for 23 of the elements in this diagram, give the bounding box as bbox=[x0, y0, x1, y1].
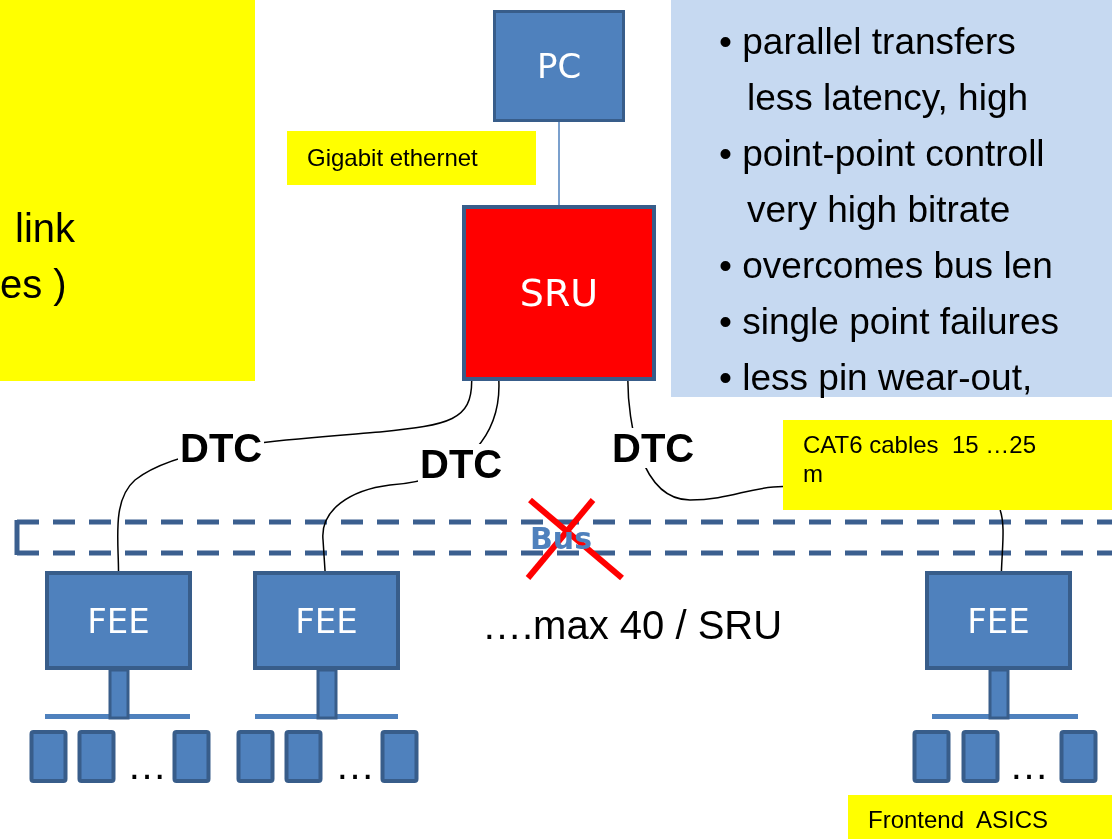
device-box: PC bbox=[493, 10, 625, 122]
cable-line bbox=[558, 121, 560, 206]
bullet-item: • single point failures bbox=[719, 300, 1060, 344]
cable-line bbox=[999, 509, 1004, 572]
note-text: link bbox=[15, 208, 76, 248]
note-tag: Gigabit ethernet bbox=[287, 131, 536, 185]
device-box: FEE bbox=[45, 571, 192, 670]
note-text: ….max 40 / SRU bbox=[482, 605, 783, 645]
bullet-item: • overcomes bus len bbox=[719, 244, 1054, 288]
bullet-item: • parallel transfers less latency, high bbox=[719, 20, 1030, 120]
note-tag: Frontend ASICS bbox=[848, 795, 1112, 839]
device-box: FEE bbox=[253, 571, 400, 670]
device-box: SRU bbox=[462, 205, 656, 381]
ellipsis-text: … bbox=[335, 745, 375, 785]
bullet-panel bbox=[671, 0, 1112, 397]
note-tag: CAT6 cables 15 …25 m bbox=[783, 420, 1112, 510]
ellipsis-text: … bbox=[1009, 745, 1049, 785]
bullet-item: • less pin wear-out, bbox=[719, 356, 1034, 400]
note-box bbox=[0, 0, 255, 381]
ellipsis-text: … bbox=[127, 745, 167, 785]
note-text: es ) bbox=[0, 264, 67, 304]
bullet-item: • point-point controll very high bitrate bbox=[719, 132, 1046, 232]
device-box: FEE bbox=[925, 571, 1072, 670]
